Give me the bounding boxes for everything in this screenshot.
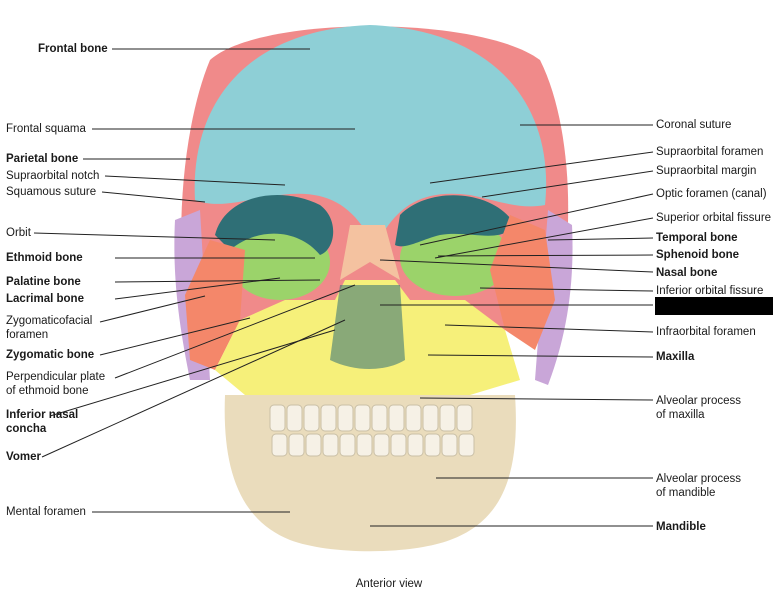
figure-caption: Anterior view — [355, 578, 423, 590]
label-alveolar-mandible: Alveolar process of mandible — [656, 473, 742, 499]
leader-lines — [33, 48, 654, 527]
lower-tooth — [424, 433, 441, 457]
lower-tooth — [458, 433, 475, 457]
leader-line — [479, 287, 654, 292]
upper-tooth — [456, 404, 473, 432]
leader-line — [437, 254, 654, 257]
upper-tooth — [337, 404, 354, 432]
upper-tooth — [286, 404, 303, 432]
redacted-label-box — [655, 297, 773, 315]
label-perpendicular-plate: Perpendicular plate of ethmoid bone — [6, 371, 106, 397]
label-squamous-suture: Squamous suture — [6, 186, 97, 198]
label-frontal-bone: Frontal bone — [38, 43, 108, 55]
label-infraorbital-foramen: Infraorbital foramen — [656, 326, 756, 338]
label-maxilla: Maxilla — [656, 351, 695, 363]
leader-line — [33, 232, 276, 241]
lower-tooth — [373, 433, 390, 457]
sphenoid-right — [400, 220, 510, 296]
label-orbit: Orbit — [6, 227, 31, 239]
nasal-cavity — [330, 285, 405, 369]
zygomatic-right — [490, 215, 555, 350]
label-mandible: Mandible — [656, 521, 706, 533]
label-sphenoid-bone: Sphenoid bone — [656, 249, 740, 261]
label-supraorbital-notch: Supraorbital notch — [6, 170, 100, 182]
leader-line — [114, 284, 356, 379]
label-supraorbital-margin: Supraorbital margin — [656, 165, 757, 177]
upper-tooth — [320, 404, 337, 432]
label-vomer: Vomer — [6, 451, 41, 463]
label-temporal-bone: Temporal bone — [656, 232, 738, 244]
upper-tooth — [303, 404, 320, 432]
label-alveolar-maxilla: Alveolar process of maxilla — [656, 395, 742, 421]
upper-tooth — [422, 404, 439, 432]
label-ethmoid-bone: Ethmoid bone — [6, 252, 83, 264]
leader-line — [429, 151, 654, 184]
leader-line — [419, 193, 654, 246]
leader-line — [114, 277, 281, 300]
upper-tooth — [388, 404, 405, 432]
label-zygomatic-bone: Zygomatic bone — [6, 349, 95, 361]
lower-tooth — [271, 433, 288, 457]
leader-line — [481, 170, 654, 198]
upper-tooth — [439, 404, 456, 432]
upper-tooth — [354, 404, 371, 432]
lower-tooth — [407, 433, 424, 457]
label-supraorbital-foramen: Supraorbital foramen — [656, 146, 764, 158]
lower-tooth — [322, 433, 339, 457]
leader-line — [49, 329, 336, 417]
label-frontal-squama: Frontal squama — [6, 123, 86, 135]
leader-line — [99, 295, 206, 323]
lower-tooth — [339, 433, 356, 457]
label-palatine-bone: Palatine bone — [6, 276, 81, 288]
upper-tooth — [405, 404, 422, 432]
lower-tooth — [390, 433, 407, 457]
leader-line — [114, 279, 321, 283]
label-nasal-bone: Nasal bone — [656, 267, 718, 279]
leader-line — [434, 217, 654, 259]
label-optic-foramen: Optic foramen (canal) — [656, 188, 767, 200]
leader-line — [427, 354, 654, 358]
label-inferior-orbital-fissure: Inferior orbital fissure — [656, 285, 764, 297]
lower-tooth — [441, 433, 458, 457]
leader-line — [444, 324, 654, 333]
leader-line — [419, 397, 654, 401]
leader-line — [547, 237, 654, 241]
leader-line — [101, 191, 206, 203]
leader-line — [99, 317, 251, 356]
leader-line — [104, 175, 286, 186]
nasal-region — [340, 225, 400, 280]
label-lacrimal-bone: Lacrimal bone — [6, 293, 84, 305]
orbit-left — [215, 195, 334, 255]
upper-tooth — [269, 404, 286, 432]
leader-line — [379, 259, 654, 273]
lower-tooth — [305, 433, 322, 457]
lower-tooth — [356, 433, 373, 457]
label-parietal-bone: Parietal bone — [6, 153, 79, 165]
label-mental-foramen: Mental foramen — [6, 506, 86, 518]
label-superior-orbital-fissure: Superior orbital fissure — [656, 212, 772, 224]
orbit-right — [395, 195, 515, 247]
zygomatic-left — [185, 240, 245, 370]
upper-tooth — [371, 404, 388, 432]
teeth-group — [269, 404, 475, 457]
lower-tooth — [288, 433, 305, 457]
label-coronal-suture: Coronal suture — [656, 119, 732, 131]
leader-line — [41, 319, 346, 458]
label-zygomaticofacial-foramen: Zygomaticofacial foramen — [6, 315, 93, 341]
label-inferior-nasal-concha: Inferior nasal concha — [6, 409, 79, 435]
